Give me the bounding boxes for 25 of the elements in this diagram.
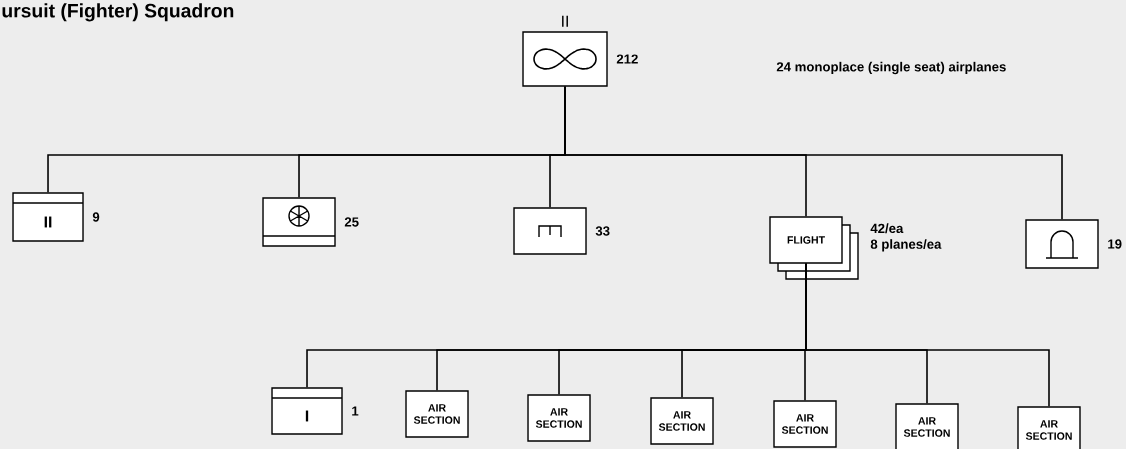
unit-box: AIR SECTION	[1017, 406, 1081, 449]
unit-number: 1	[352, 406, 359, 416]
note: 24 monoplace (single seat) airplanes	[776, 61, 1006, 75]
unit-box: AIR SECTION	[773, 400, 837, 448]
symbol-box	[522, 31, 608, 87]
unit-box: I	[271, 387, 343, 435]
symbol-box	[262, 197, 336, 247]
title: ursuit (Fighter) Squadron	[2, 3, 234, 22]
unit-box: AIR SECTION	[527, 394, 591, 442]
unit-number: 19	[1108, 239, 1122, 249]
connector-line	[805, 262, 1050, 408]
size-marker: II	[562, 15, 568, 27]
unit-box: AIR SECTION	[405, 390, 469, 438]
unit-number: 42/ea 8 planes/ea	[870, 223, 942, 252]
unit-box: AIR SECTION	[650, 397, 714, 445]
stacked-box: FLIGHT	[769, 216, 859, 280]
unit-number: 33	[595, 226, 610, 236]
unit-box: AIR SECTION	[895, 403, 959, 449]
unit-number: 212	[616, 54, 638, 64]
unit-number: 9	[92, 212, 100, 222]
unit-number: 25	[344, 217, 359, 227]
symbol-box	[1025, 219, 1099, 269]
unit-box: II	[12, 192, 84, 242]
symbol-box	[513, 207, 587, 255]
connector-line	[564, 85, 1063, 221]
